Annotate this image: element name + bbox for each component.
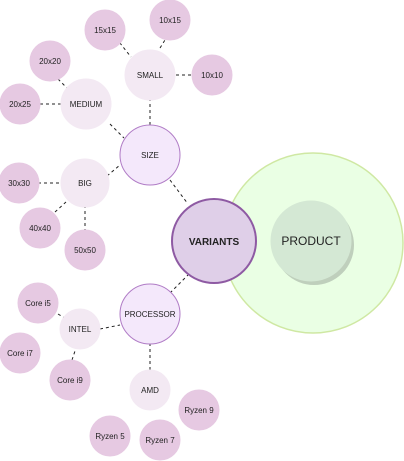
amd-label: AMD xyxy=(141,386,159,395)
leaf-10x15[interactable]: 10x15 xyxy=(149,0,191,41)
amd-node[interactable]: AMD xyxy=(129,369,171,411)
variants-label: VARIANTS xyxy=(189,237,240,248)
leaf-ryzen-5-label: Ryzen 5 xyxy=(95,432,125,441)
edge-variants-size xyxy=(169,179,189,205)
edge-small-10x15 xyxy=(159,39,166,49)
product-node[interactable] xyxy=(270,200,352,282)
leaf-core-i9-label: Core i9 xyxy=(57,376,83,385)
edge-big-40x40 xyxy=(54,201,67,213)
edges xyxy=(38,37,271,370)
product-group: PRODUCT xyxy=(222,152,404,334)
leaf-30x30-label: 30x30 xyxy=(8,179,30,188)
leaf-50x50-label: 50x50 xyxy=(74,246,96,255)
edge-variants-processor xyxy=(169,274,189,294)
leaf-ryzen-5[interactable]: Ryzen 5 xyxy=(89,415,131,457)
medium-node[interactable]: MEDIUM xyxy=(60,78,112,130)
leaf-10x15-label: 10x15 xyxy=(159,16,181,25)
leaf-core-i5[interactable]: Core i5 xyxy=(17,282,59,324)
leaf-20x25[interactable]: 20x25 xyxy=(0,83,41,125)
edge-size-big xyxy=(106,164,121,177)
leaf-40x40-label: 40x40 xyxy=(29,224,51,233)
medium-label: MEDIUM xyxy=(70,100,103,109)
leaf-10x10[interactable]: 10x10 xyxy=(191,54,233,96)
product-label: PRODUCT xyxy=(281,234,341,248)
variants-node[interactable]: VARIANTS xyxy=(171,198,257,284)
size-node[interactable]: SIZE xyxy=(119,124,181,186)
leaf-ryzen-9-label: Ryzen 9 xyxy=(184,406,214,415)
intel-node[interactable]: INTEL xyxy=(59,308,101,350)
processor-node[interactable]: PROCESSOR xyxy=(119,283,181,345)
edge-size-medium xyxy=(109,123,125,139)
leaf-15x15-label: 15x15 xyxy=(94,26,116,35)
leaf-core-i9[interactable]: Core i9 xyxy=(49,359,91,401)
leaf-core-i5-label: Core i5 xyxy=(25,299,51,308)
leaf-core-i7[interactable]: Core i7 xyxy=(0,332,41,374)
intel-label: INTEL xyxy=(69,325,92,334)
edge-intel-core-i5 xyxy=(57,313,69,321)
leaf-core-i7-label: Core i7 xyxy=(7,349,33,358)
big-label: BIG xyxy=(78,179,92,188)
leaf-20x20-label: 20x20 xyxy=(39,57,61,66)
edge-intel-core-i9 xyxy=(71,347,77,361)
size-label: SIZE xyxy=(141,151,159,160)
big-node[interactable]: BIG xyxy=(60,158,110,208)
leaf-20x25-label: 20x25 xyxy=(9,100,31,109)
processor-label: PROCESSOR xyxy=(124,310,175,319)
leaf-50x50[interactable]: 50x50 xyxy=(64,229,106,271)
leaf-30x30[interactable]: 30x30 xyxy=(0,162,40,204)
leaf-20x20[interactable]: 20x20 xyxy=(29,40,71,82)
leaf-15x15[interactable]: 15x15 xyxy=(84,9,126,51)
edge-small-15x15 xyxy=(115,37,132,58)
edge-processor-intel xyxy=(99,324,121,330)
small-label: SMALL xyxy=(137,71,164,80)
small-node[interactable]: SMALL xyxy=(124,49,176,101)
leaf-ryzen-7-label: Ryzen 7 xyxy=(145,436,175,445)
leaf-ryzen-7[interactable]: Ryzen 7 xyxy=(139,419,181,461)
leaf-ryzen-9[interactable]: Ryzen 9 xyxy=(178,389,220,431)
leaf-40x40[interactable]: 40x40 xyxy=(19,207,61,249)
leaf-10x10-label: 10x10 xyxy=(201,71,223,80)
edge-medium-20x20 xyxy=(57,78,69,90)
